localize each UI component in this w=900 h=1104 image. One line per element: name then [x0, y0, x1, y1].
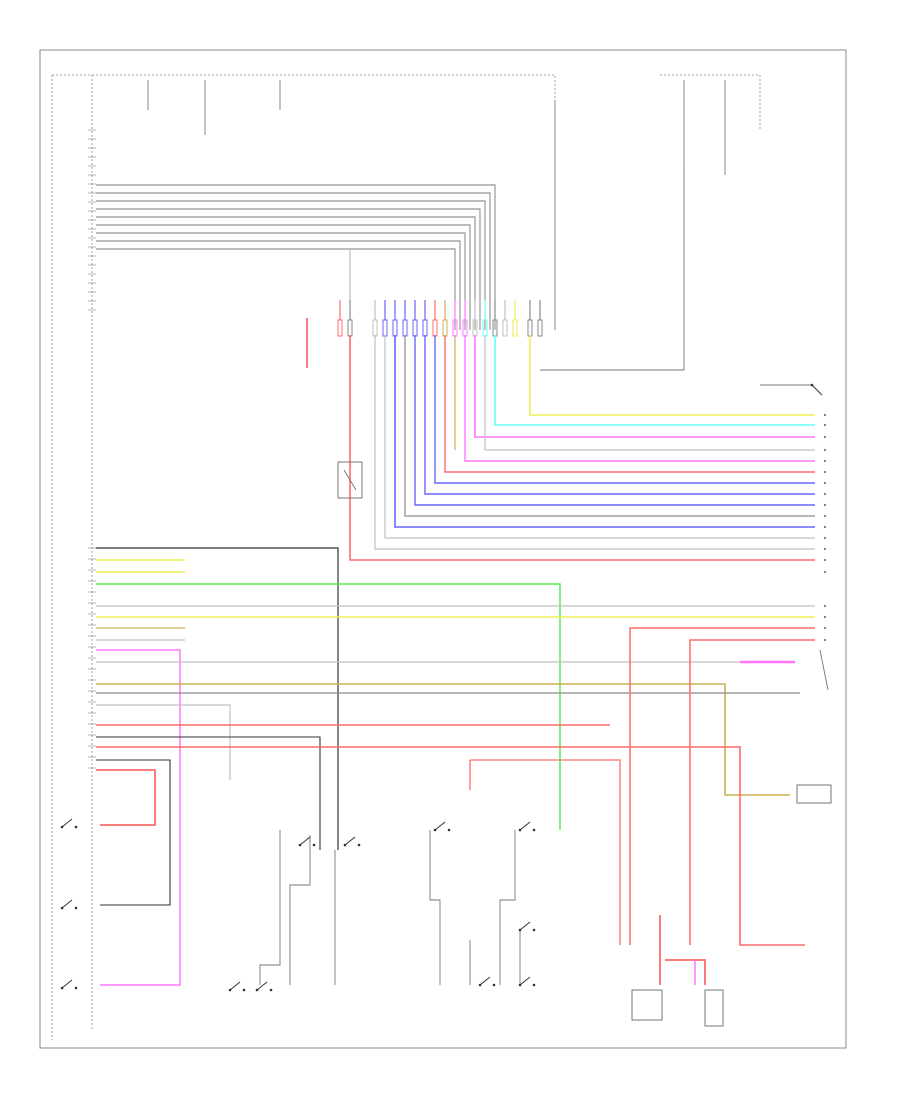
- top-fuse-feeds: [147, 80, 726, 371]
- switch-icon: [478, 976, 496, 987]
- terminal-dot: [823, 423, 827, 427]
- terminal-dot: [823, 525, 827, 529]
- connector-pin: [512, 319, 518, 337]
- connector-pin: [392, 319, 398, 337]
- diagram-frame: [39, 49, 847, 1049]
- connector-pin: [432, 319, 438, 337]
- terminal-dot: [823, 547, 827, 551]
- center-relay: [337, 461, 363, 499]
- terminal-dot: [823, 536, 827, 540]
- connector-pin: [382, 319, 388, 337]
- pin-ticks: [88, 129, 96, 769]
- switch-icon: [343, 836, 361, 847]
- switch-icon: [60, 979, 78, 990]
- terminal-dot: [823, 448, 827, 452]
- terminal-dot: [823, 626, 827, 630]
- connector-pin: [422, 319, 428, 337]
- connector-pin: [337, 319, 343, 337]
- switch-icon: [255, 981, 273, 992]
- connector-pin: [527, 319, 533, 337]
- connector-pin: [347, 319, 353, 337]
- connector-pin: [442, 319, 448, 337]
- terminal-marks: [823, 413, 827, 642]
- switch-icon: [60, 899, 78, 910]
- switch-icon: [298, 836, 316, 847]
- lower-harness: [96, 547, 815, 986]
- switch-icon: [60, 818, 78, 829]
- terminal-dot: [823, 615, 827, 619]
- control-unit-outline: [51, 74, 556, 1040]
- terminal-dot: [823, 604, 827, 608]
- switch-icon: [228, 981, 246, 992]
- connector-pin: [502, 319, 508, 337]
- terminal-dot: [823, 459, 827, 463]
- terminal-dot: [823, 503, 827, 507]
- connector-pin: [412, 319, 418, 337]
- switch-icon: [518, 921, 536, 932]
- terminal-dot: [823, 481, 827, 485]
- relay-box-outline: [660, 74, 761, 130]
- center-connector: [337, 300, 543, 337]
- terminal-dot: [823, 435, 827, 439]
- top-right-switch: [760, 383, 823, 396]
- connector-pin: [372, 319, 378, 337]
- terminal-dot: [823, 570, 827, 574]
- switch-icon: [518, 821, 536, 832]
- switch-icons: [60, 818, 536, 992]
- terminal-dot: [823, 638, 827, 642]
- switch-icon: [433, 821, 451, 832]
- switch-icon: [518, 976, 536, 987]
- terminal-dot: [823, 413, 827, 417]
- terminal-dot: [823, 492, 827, 496]
- right-harness: [349, 335, 815, 561]
- lower-components: [259, 649, 832, 1027]
- connector-pin: [537, 319, 543, 337]
- terminal-dot: [823, 470, 827, 474]
- terminal-dot: [823, 514, 827, 518]
- terminal-dot: [823, 558, 827, 562]
- connector-pin: [402, 319, 408, 337]
